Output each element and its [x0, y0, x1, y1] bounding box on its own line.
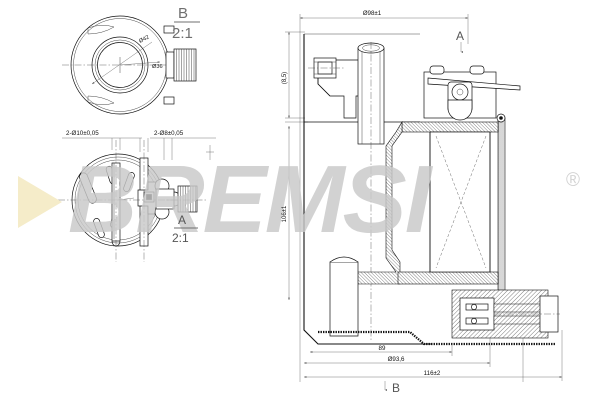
view-bottom-left-section	[58, 140, 208, 262]
view-main-section	[285, 14, 563, 391]
view-top-left-cap	[62, 15, 197, 115]
outlet-connector	[451, 289, 560, 339]
sensor-block	[423, 65, 521, 121]
hole-dimension-lines	[62, 137, 216, 160]
